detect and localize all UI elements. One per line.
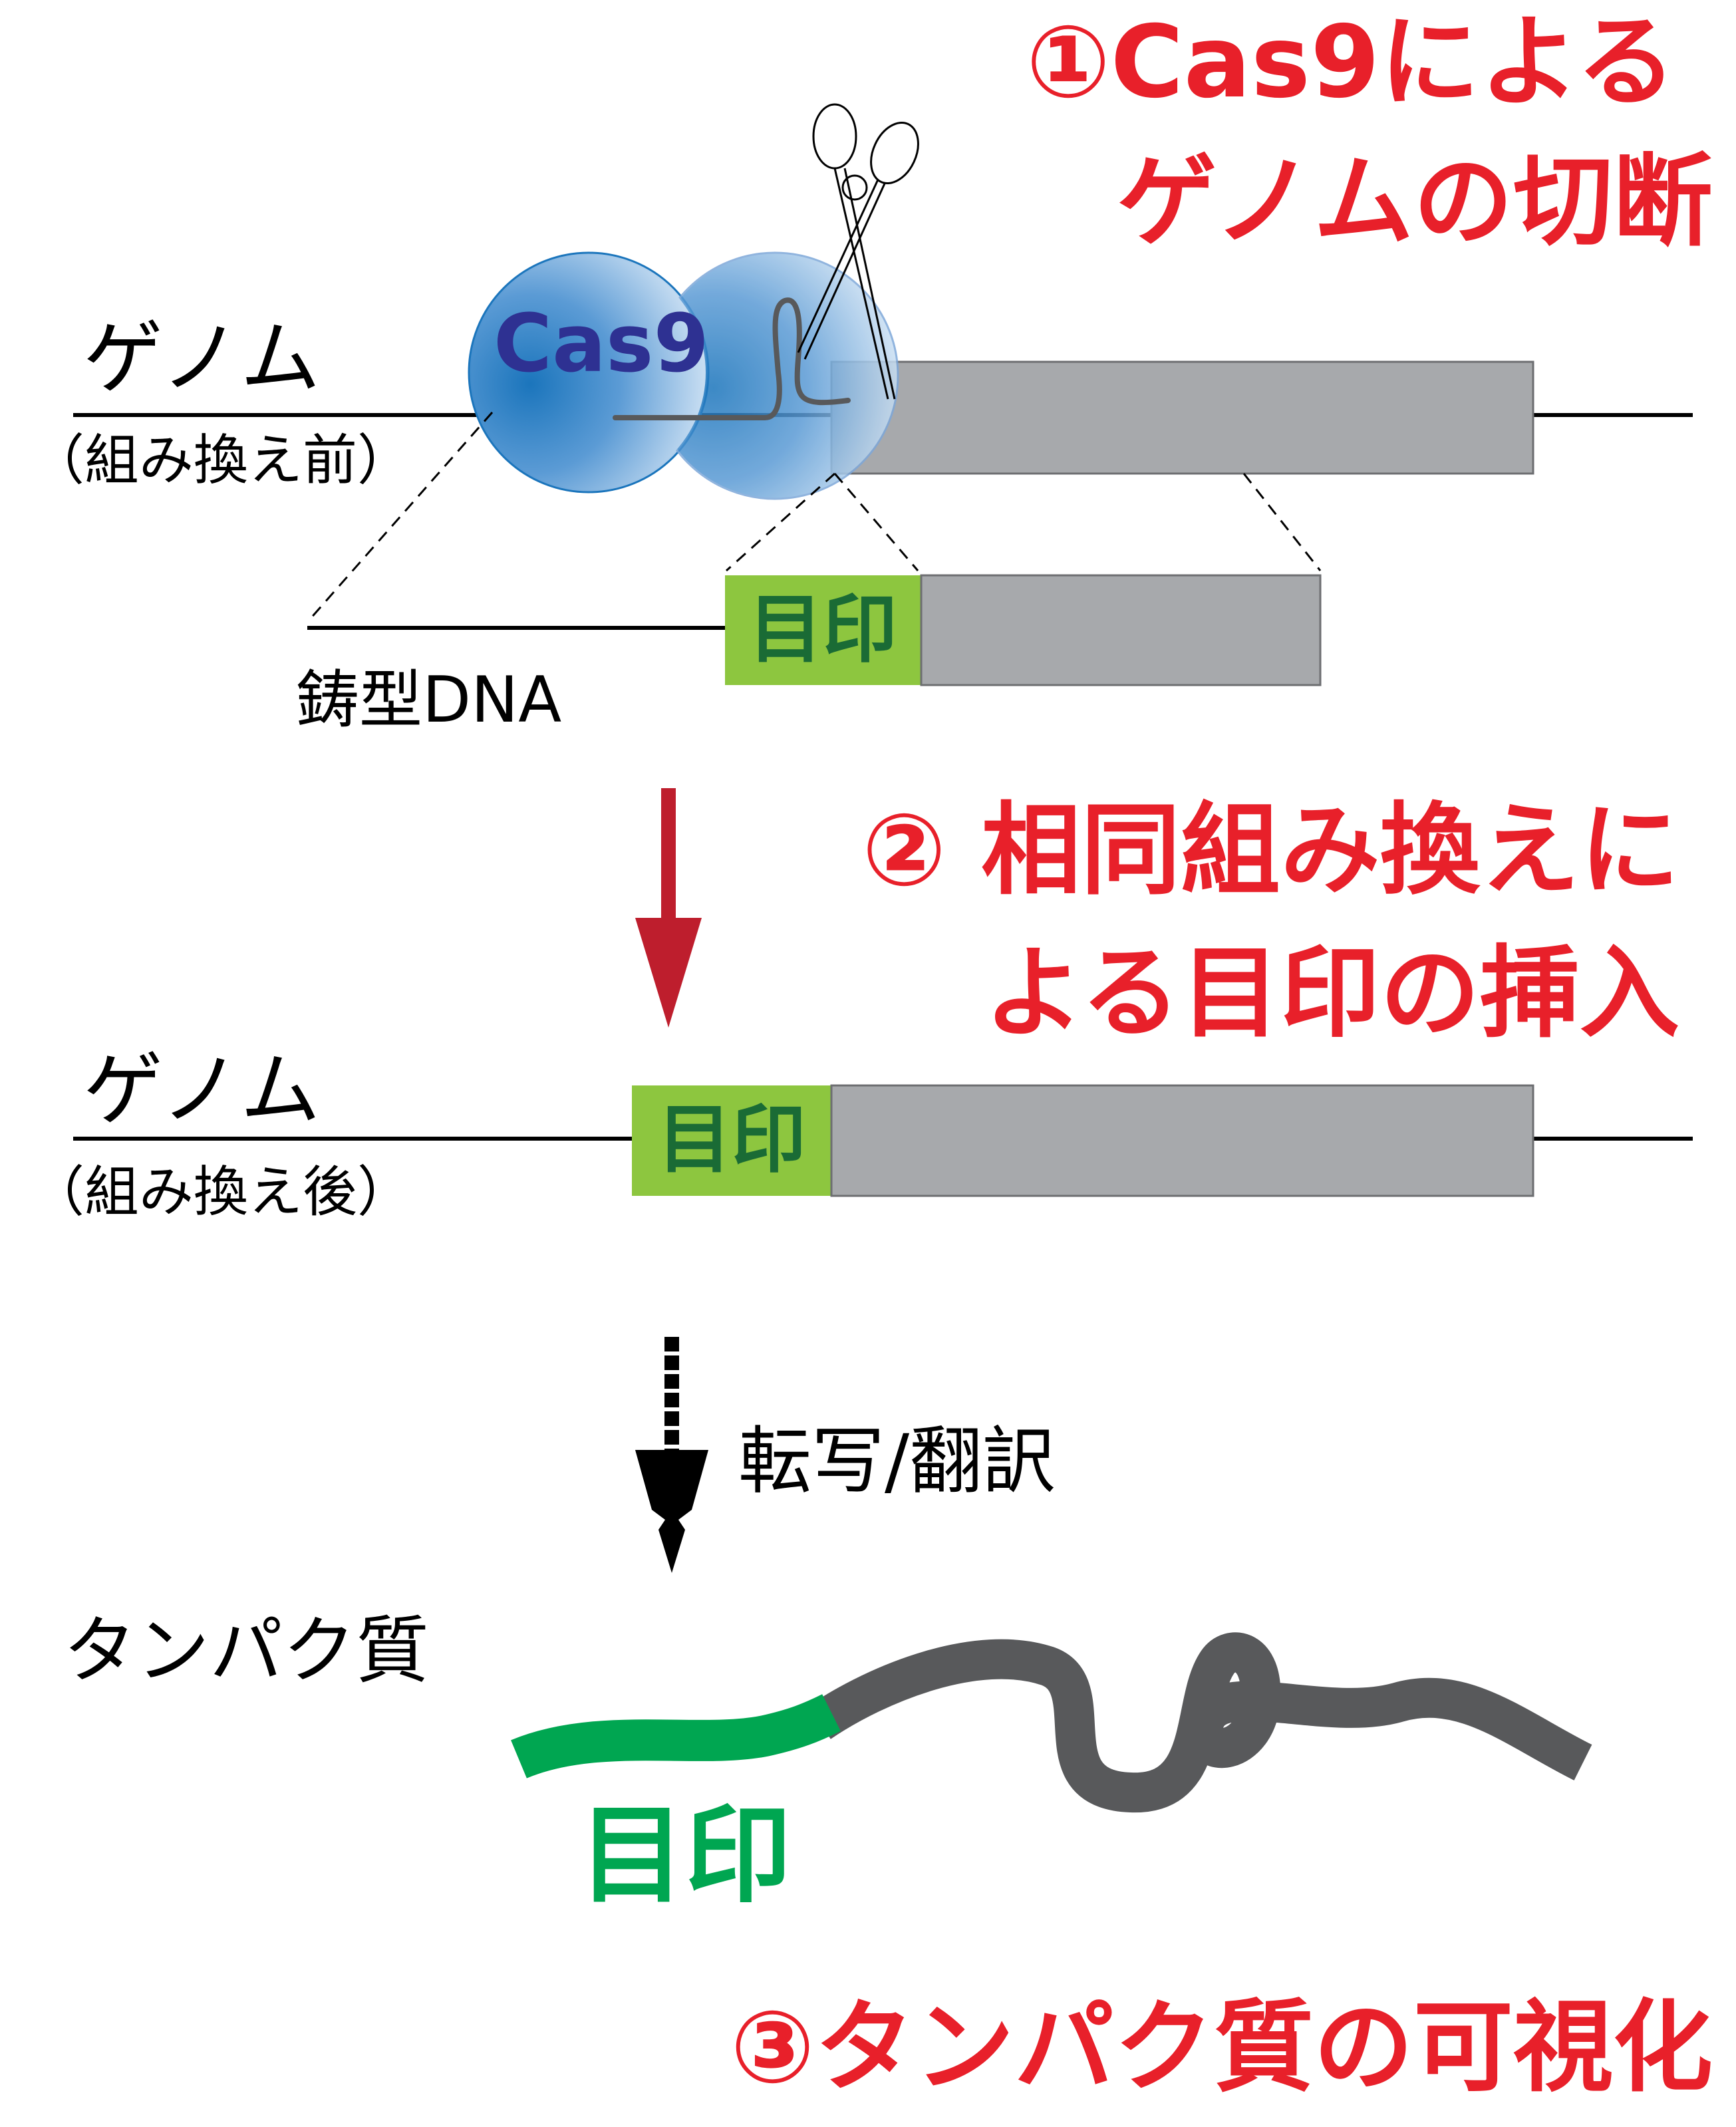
step3-title: ③タンパク質の可視化 [730, 1990, 1713, 2106]
step1-title-line1: ①Cas9による [1026, 5, 1676, 120]
recombination-arrow [635, 788, 702, 1028]
projection-lines [308, 412, 1322, 621]
protein-marker [511, 1694, 841, 1778]
protein-marker-label: 目印 [579, 1793, 792, 1917]
protein-body [808, 1632, 1592, 1813]
step2-title-line1: ② 相同組み換えに [862, 793, 1679, 909]
template-marker-label: 目印 [748, 587, 897, 673]
protein-label: タンパク質 [63, 1608, 429, 1693]
template-marker-box [725, 575, 921, 685]
genome-before-gene-box [830, 360, 1534, 475]
genome-after-marker-box [632, 1085, 831, 1196]
genome-after-marker-label: 目印 [657, 1097, 806, 1183]
transcription-label: 転写/翻訳 [738, 1419, 1056, 1504]
cas9-label: Cas9 [494, 298, 709, 390]
genome-after-subtitle: （組み換え後） [30, 1161, 412, 1224]
genome-after-gene-box [830, 1084, 1534, 1197]
template-dna-label: 鋳型DNA [296, 664, 561, 737]
guide-rna [613, 297, 851, 420]
step1-title-line2: ゲノムの切断 [1117, 144, 1713, 260]
scissors-icon [797, 103, 919, 400]
genome-after-title: ゲノム [83, 1044, 320, 1137]
template-gene-box [920, 574, 1322, 686]
genome-before-subtitle: （組み換え前） [30, 429, 412, 492]
transcription-arrow [635, 1337, 708, 1573]
genome-before-title: ゲノム [83, 313, 320, 405]
step2-title-line2: よる目印の挿入 [984, 936, 1679, 1052]
cas9-protein [468, 251, 899, 500]
